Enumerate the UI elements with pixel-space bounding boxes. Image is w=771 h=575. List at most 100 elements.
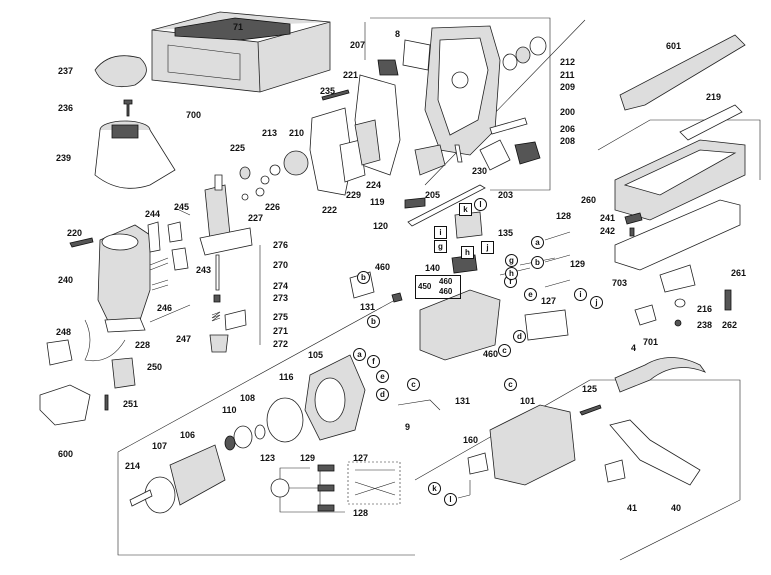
marker-h-right: h xyxy=(505,267,518,280)
callout-127-bottom: 127 xyxy=(353,453,369,463)
callout-116: 116 xyxy=(279,372,294,382)
part-131-drawing xyxy=(391,292,403,303)
pin-273-drawing xyxy=(213,294,221,303)
callout-225: 225 xyxy=(230,143,246,153)
marker-a-stator: a xyxy=(353,348,366,361)
gear-210-drawing xyxy=(283,150,309,176)
ring-212-drawing xyxy=(529,36,547,56)
callout-241: 241 xyxy=(600,213,616,223)
callout-239: 239 xyxy=(56,153,72,163)
bracket-244-drawing xyxy=(147,221,161,253)
callout-271: 271 xyxy=(273,326,289,336)
marker-a-right: a xyxy=(531,236,544,249)
part-272-drawing xyxy=(209,334,229,353)
part-219-drawing xyxy=(679,104,743,141)
carry-case-drawing xyxy=(151,11,331,93)
cap-237-drawing xyxy=(94,55,147,88)
clip-227-drawing xyxy=(241,193,249,201)
screw-125-drawing xyxy=(579,404,602,416)
callout-238: 238 xyxy=(697,320,713,330)
plate-222-drawing xyxy=(309,107,353,196)
ring-209-drawing xyxy=(502,53,518,71)
callout-41: 41 xyxy=(627,503,638,513)
callout-8: 8 xyxy=(395,29,401,39)
rod-230-drawing xyxy=(454,144,463,163)
marker-e-right: e xyxy=(524,288,537,301)
marker-d-stator: d xyxy=(376,388,389,401)
marker-l-top: l xyxy=(474,198,487,211)
part-40-drawing xyxy=(609,419,701,486)
callout-230: 230 xyxy=(472,166,488,176)
callout-701: 701 xyxy=(643,337,659,347)
callout-460-a: 460 xyxy=(375,262,391,272)
variant-box: 450 460 460 xyxy=(415,275,461,299)
callout-216: 216 xyxy=(697,304,713,314)
housing-240-drawing xyxy=(97,224,151,333)
callout-261: 261 xyxy=(731,268,747,278)
screw-236-drawing xyxy=(123,99,133,117)
callout-450: 450 xyxy=(418,282,432,291)
wire-228-drawing xyxy=(84,319,126,362)
pin-206-drawing xyxy=(489,117,528,135)
marker-c-lower: c xyxy=(407,378,420,391)
callout-228: 228 xyxy=(135,340,151,350)
callout-212: 212 xyxy=(560,57,576,67)
callout-9: 9 xyxy=(405,422,411,432)
spring-246-drawing xyxy=(149,257,169,291)
housing-half-200-drawing xyxy=(424,25,511,171)
part-261-drawing xyxy=(659,264,696,293)
callout-135: 135 xyxy=(498,228,514,238)
callout-235: 235 xyxy=(320,86,336,96)
switch-group-frame xyxy=(424,19,586,186)
marker-b-right: b xyxy=(531,256,544,269)
part-229-drawing xyxy=(339,139,366,183)
marker-h-square: h xyxy=(461,246,474,259)
callout-460-b: 460 xyxy=(439,277,453,286)
callout-226: 226 xyxy=(265,202,281,212)
part-160-drawing xyxy=(467,452,489,475)
part-238-drawing xyxy=(674,319,682,327)
callout-221: 221 xyxy=(343,70,359,80)
callout-219: 219 xyxy=(706,92,722,102)
rail-120-drawing xyxy=(407,184,486,227)
callout-237: 237 xyxy=(58,66,74,76)
bushing-225-drawing xyxy=(239,166,251,180)
callout-245: 245 xyxy=(174,202,190,212)
part-243-drawing xyxy=(171,247,189,271)
callout-123: 123 xyxy=(260,453,276,463)
callout-600: 600 xyxy=(58,449,74,459)
callout-131-b: 131 xyxy=(455,396,471,406)
callout-229: 229 xyxy=(346,190,362,200)
callout-213: 213 xyxy=(262,128,278,138)
callout-71: 71 xyxy=(233,22,244,32)
marker-j-square: j xyxy=(481,241,494,254)
guard-600-drawing xyxy=(39,384,91,426)
washer-226-drawing xyxy=(255,187,265,197)
marker-i-right: i xyxy=(574,288,587,301)
housing-group-frame xyxy=(370,17,551,191)
part-205-drawing xyxy=(414,144,446,176)
callout-125: 125 xyxy=(582,384,598,394)
spring-247-drawing xyxy=(149,304,191,323)
callout-131-a: 131 xyxy=(360,302,376,312)
marker-k-square: k xyxy=(459,203,472,216)
callout-105: 105 xyxy=(308,350,324,360)
callout-108: 108 xyxy=(240,393,256,403)
part-701-drawing xyxy=(634,304,657,326)
part-275-drawing xyxy=(224,309,247,331)
part-119-drawing xyxy=(404,197,426,209)
armature-106-drawing xyxy=(129,444,226,514)
marker-l-bottom: l xyxy=(444,493,457,506)
part-9-drawing xyxy=(397,399,441,411)
screw-242-drawing xyxy=(629,227,635,237)
hood-239-drawing xyxy=(94,120,176,189)
callout-260: 260 xyxy=(581,195,597,205)
callout-240: 240 xyxy=(58,275,74,285)
callout-246: 246 xyxy=(157,303,173,313)
callout-160: 160 xyxy=(463,435,479,445)
callout-248: 248 xyxy=(56,327,72,337)
screw-251-drawing xyxy=(104,394,109,411)
baseplate-260-drawing xyxy=(614,139,746,221)
callout-227: 227 xyxy=(248,213,264,223)
cord-4-drawing xyxy=(614,357,707,393)
